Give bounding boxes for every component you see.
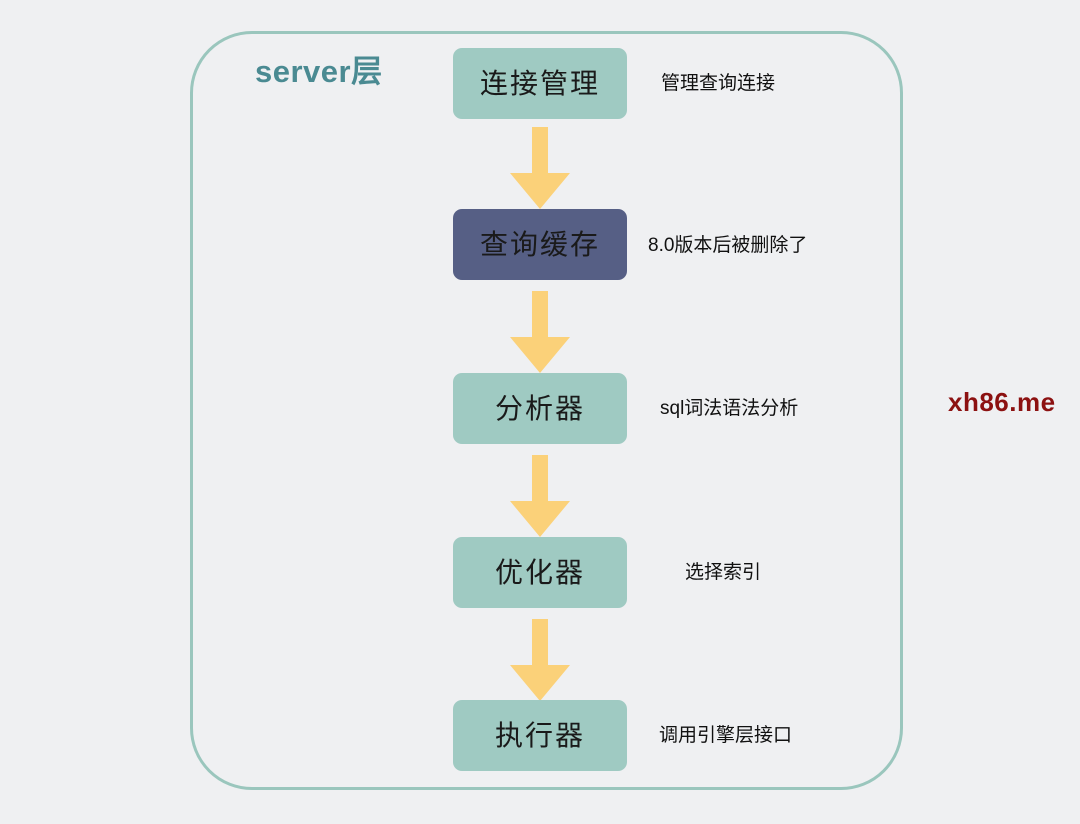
- flow-node-label: 执行器: [494, 719, 585, 751]
- flow-node-description-optimizer: 选择索引: [685, 562, 762, 583]
- flow-node-connection-management[interactable]: 连接管理: [453, 48, 627, 119]
- flow-node-label: 优化器: [494, 556, 585, 588]
- flow-node-description-connection-management: 管理查询连接: [661, 73, 776, 94]
- flow-node-analyzer[interactable]: 分析器: [453, 373, 627, 444]
- down-arrow-icon: [510, 291, 570, 373]
- watermark: xh86.me: [948, 387, 1056, 417]
- down-arrow-icon: [510, 455, 570, 537]
- flow-node-label: 连接管理: [479, 67, 600, 99]
- down-arrow-icon: [510, 619, 570, 701]
- flow-node-optimizer[interactable]: 优化器: [453, 537, 627, 608]
- flow-node-description-query-cache: 8.0版本后被删除了: [648, 235, 808, 256]
- flow-node-query-cache[interactable]: 查询缓存: [453, 209, 627, 280]
- server-layer-container: [190, 31, 903, 790]
- down-arrow-icon: [510, 127, 570, 209]
- flow-node-description-analyzer: sql词法语法分析: [660, 398, 799, 419]
- flow-node-label: 分析器: [494, 392, 585, 424]
- flow-node-executor[interactable]: 执行器: [453, 700, 627, 771]
- flow-node-description-executor: 调用引擎层接口: [659, 725, 793, 746]
- flow-node-label: 查询缓存: [479, 228, 600, 260]
- server-layer-title: server层: [255, 54, 383, 89]
